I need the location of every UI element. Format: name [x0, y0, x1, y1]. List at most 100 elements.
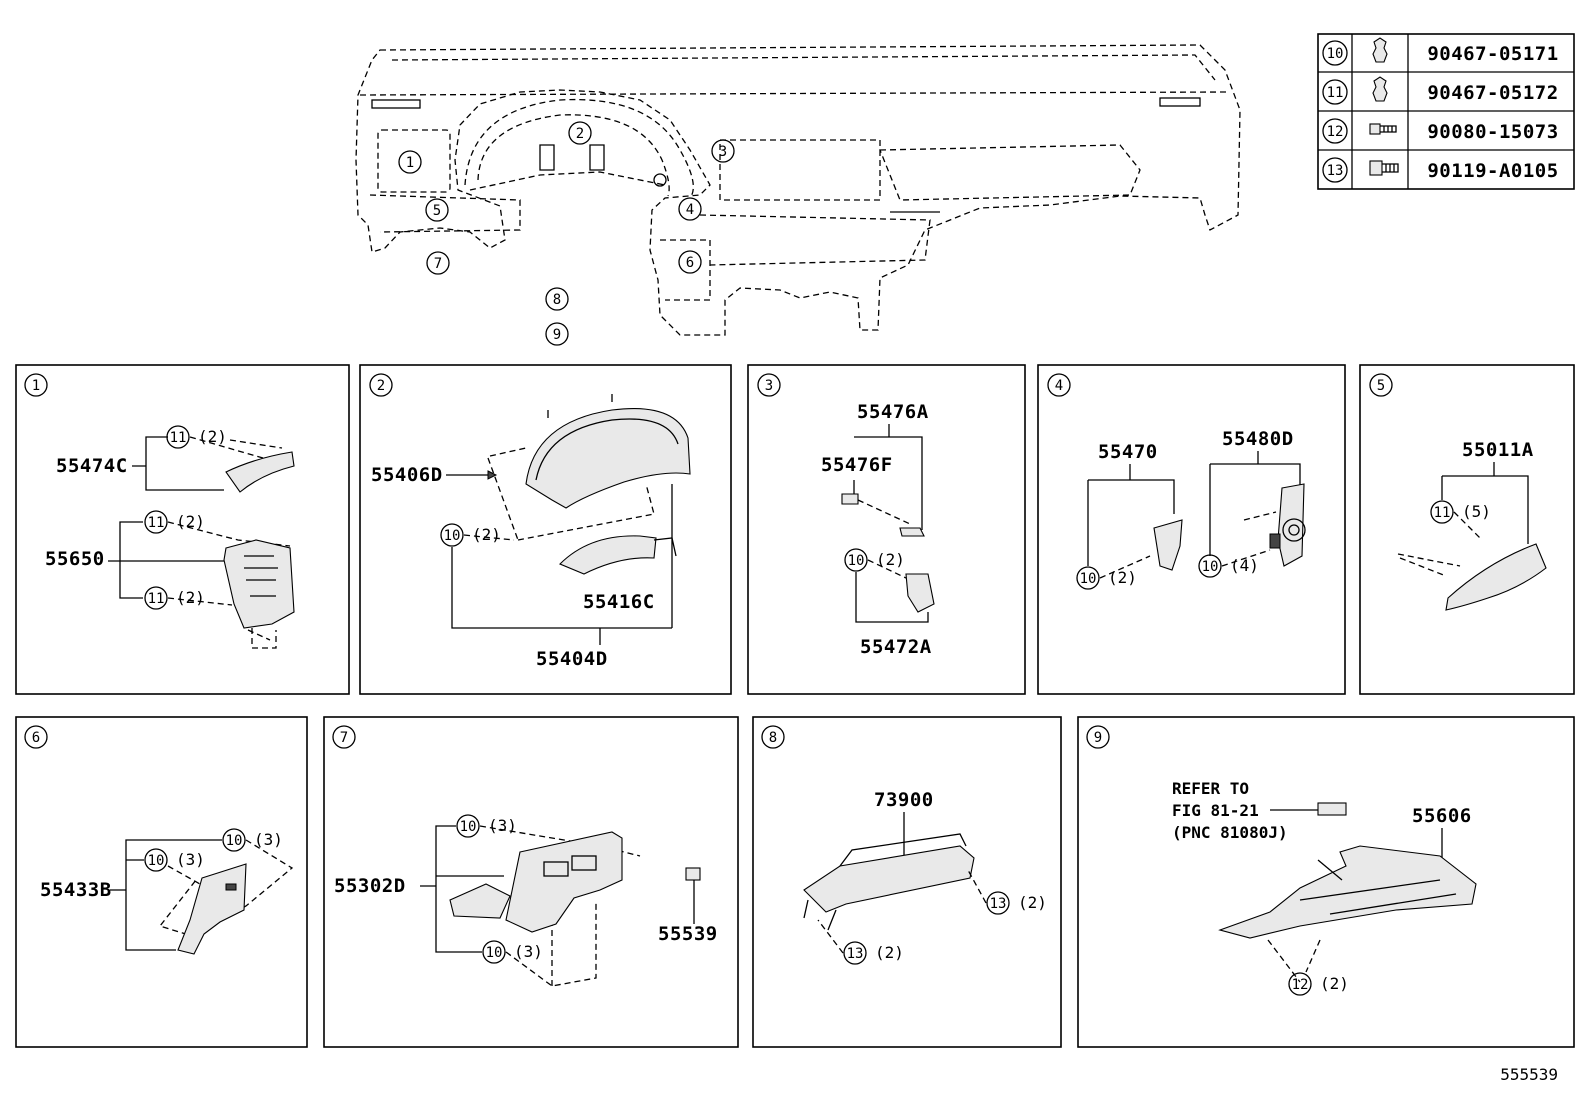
- svg-text:(2): (2): [875, 943, 904, 962]
- fastener-legend-table: 10 90467-05171 11 90467-05172 12 90080-1…: [1317, 33, 1575, 190]
- part-number-label: 55416C: [583, 591, 655, 613]
- svg-text:(3): (3): [488, 816, 517, 835]
- svg-text:(2): (2): [176, 588, 205, 607]
- svg-text:7: 7: [434, 256, 442, 272]
- svg-text:11: 11: [148, 515, 165, 531]
- lower-finish-panel-part: [177, 863, 247, 955]
- detail-panel-2: 2 55406D 10 (2) 55416C 55404D: [359, 364, 732, 695]
- legend-part-number: 90119-A0105: [1427, 160, 1558, 182]
- side-trim-panel-part: [1445, 543, 1547, 611]
- svg-text:10: 10: [460, 819, 477, 835]
- reference-note: REFER TO: [1172, 779, 1249, 798]
- svg-text:(2): (2): [1108, 568, 1137, 587]
- legend-callout: 13: [1327, 163, 1344, 179]
- svg-text:10: 10: [444, 528, 461, 544]
- switch-hole-cover-part: [685, 867, 701, 881]
- reference-note: FIG 81-21: [1172, 801, 1259, 820]
- detail-panel-3: 3 55476A 55476F 10 (2) 55472A: [747, 364, 1026, 695]
- panel-callout: 2: [377, 378, 385, 394]
- lower-center-panel-part: [449, 831, 623, 933]
- detail-panel-8: 8 73900 13 (2) 13 (2): [752, 716, 1062, 1048]
- legend-part-number: 90467-05171: [1427, 43, 1558, 65]
- panel-callout: 4: [1055, 378, 1063, 394]
- svg-text:10: 10: [1202, 559, 1219, 575]
- svg-text:13: 13: [847, 946, 864, 962]
- part-number-label: 55539: [658, 923, 718, 945]
- trim-cover-part: [225, 451, 295, 493]
- air-vent-duct-part: [223, 539, 295, 649]
- lower-instrument-cover-part: [1218, 845, 1477, 939]
- overview-callouts: 1 2 3 4 5 6 7 8 9: [398, 121, 735, 346]
- legend-row: 11 90467-05172: [1322, 76, 1558, 105]
- svg-text:10: 10: [226, 833, 243, 849]
- svg-text:1: 1: [406, 155, 414, 171]
- svg-text:12: 12: [1292, 977, 1309, 993]
- detail-panel-6: 6 55433B 10 (3) 10 (3): [15, 716, 308, 1048]
- instrument-cluster-hood-part: [525, 394, 691, 509]
- svg-text:2: 2: [576, 126, 584, 142]
- overview-callout: 4: [678, 197, 702, 221]
- part-number-label: 55406D: [371, 464, 443, 486]
- svg-text:11: 11: [170, 430, 187, 446]
- panel-callout: 1: [32, 378, 40, 394]
- push-clip-icon: [1372, 76, 1388, 102]
- glove-box-door-part: [803, 833, 975, 931]
- instrument-panel-overview: [355, 44, 1241, 336]
- detail-panel-9: 9 REFER TO FIG 81-21 (PNC 81080J) 55606 …: [1077, 716, 1575, 1048]
- svg-text:(2): (2): [1320, 974, 1349, 993]
- part-number-label: 55472A: [860, 636, 932, 658]
- detail-panel-4: 4 55470 10 (2) 55480D 10 (4): [1037, 364, 1346, 695]
- legend-part-number: 90467-05172: [1427, 82, 1558, 104]
- svg-text:(3): (3): [514, 942, 543, 961]
- detail-panel-1: 1 55474C 11 (2) 55650 11 (2) 11 (2): [15, 364, 350, 695]
- svg-text:(2): (2): [876, 550, 905, 569]
- clip-part: [841, 493, 859, 505]
- panel-callout: 6: [32, 730, 40, 746]
- legend-row: 12 90080-15073: [1322, 118, 1558, 144]
- part-number-label: 55011A: [1462, 439, 1534, 461]
- overview-callout: 6: [678, 250, 702, 274]
- svg-text:(3): (3): [254, 830, 283, 849]
- drawing-number: 555539: [1500, 1065, 1558, 1084]
- overview-callout: 7: [426, 251, 450, 275]
- part-number-label: 55474C: [56, 455, 128, 477]
- part-number-label: 55470: [1098, 441, 1158, 463]
- svg-text:(2): (2): [472, 525, 501, 544]
- overview-callout: 8: [545, 287, 569, 311]
- svg-text:10: 10: [1080, 571, 1097, 587]
- legend-callout: 11: [1327, 85, 1344, 101]
- svg-text:11: 11: [1434, 505, 1451, 521]
- overview-callout: 3: [711, 139, 735, 163]
- part-number-label: 55476A: [857, 401, 929, 423]
- svg-text:9: 9: [553, 327, 561, 343]
- svg-text:4: 4: [686, 202, 694, 218]
- part-number-label: 55302D: [334, 875, 406, 897]
- svg-text:6: 6: [686, 255, 694, 271]
- legend-row: 10 90467-05171: [1322, 37, 1558, 66]
- detail-panel-7: 7 55302D 10 (3) 10 (3) 55539: [323, 716, 739, 1048]
- ignition-switch-panel-part: [1269, 483, 1306, 567]
- svg-text:(4): (4): [1230, 556, 1259, 575]
- svg-text:13: 13: [990, 896, 1007, 912]
- part-number-label: 55650: [45, 548, 105, 570]
- push-clip-icon: [1372, 37, 1388, 63]
- svg-text:(3): (3): [176, 850, 205, 869]
- part-number-label: 73900: [874, 789, 934, 811]
- part-number-label: 55606: [1412, 805, 1472, 827]
- panel-callout: 7: [340, 730, 348, 746]
- overview-callout: 1: [398, 150, 422, 174]
- svg-text:8: 8: [553, 292, 561, 308]
- legend-callout: 10: [1327, 46, 1344, 62]
- knee-trim-part: [1153, 519, 1183, 571]
- legend-row: 13 90119-A0105: [1322, 157, 1558, 183]
- part-number-label: 55433B: [40, 879, 112, 901]
- svg-text:11: 11: [148, 591, 165, 607]
- svg-text:10: 10: [148, 853, 165, 869]
- overview-callout: 2: [568, 121, 592, 145]
- courtesy-lamp-part: [1317, 802, 1347, 816]
- part-number-label: 55480D: [1222, 428, 1294, 450]
- legend-part-number: 90080-15073: [1427, 121, 1558, 143]
- legend-callout: 12: [1327, 124, 1344, 140]
- svg-text:10: 10: [486, 945, 503, 961]
